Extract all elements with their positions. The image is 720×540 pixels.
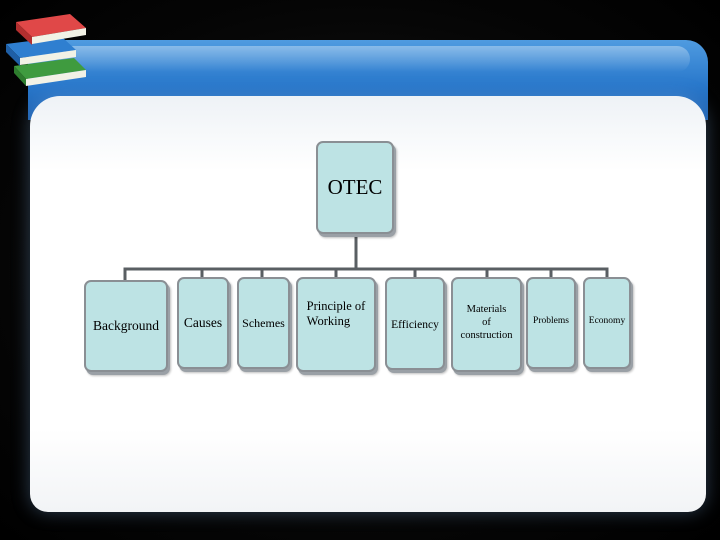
node-otec-label: OTEC bbox=[327, 175, 383, 199]
node-efficiency-label: Efficiency bbox=[391, 318, 439, 331]
node-problems-label: Problems bbox=[533, 316, 569, 326]
node-materials-of-construction-label: Materials of construction bbox=[460, 304, 513, 341]
node-schemes-label: Schemes bbox=[242, 315, 285, 330]
node-efficiency: Efficiency bbox=[385, 277, 445, 370]
node-principle-of-working-label: Principle of Working bbox=[306, 299, 366, 328]
node-schemes: Schemes bbox=[237, 277, 290, 369]
node-principle-of-working: Principle of Working bbox=[296, 277, 376, 372]
node-causes: Causes bbox=[177, 277, 229, 369]
node-materials-of-construction: Materials of construction bbox=[451, 277, 522, 372]
node-background: Background bbox=[84, 280, 168, 372]
node-causes-label: Causes bbox=[183, 315, 223, 330]
stacked-books-icon bbox=[6, 14, 86, 86]
node-economy: Economy bbox=[583, 277, 631, 369]
node-background-label: Background bbox=[93, 318, 159, 333]
node-economy-label: Economy bbox=[588, 316, 626, 326]
node-otec: OTEC bbox=[316, 141, 394, 234]
node-problems: Problems bbox=[526, 277, 576, 369]
slide-header-highlight bbox=[60, 46, 690, 72]
